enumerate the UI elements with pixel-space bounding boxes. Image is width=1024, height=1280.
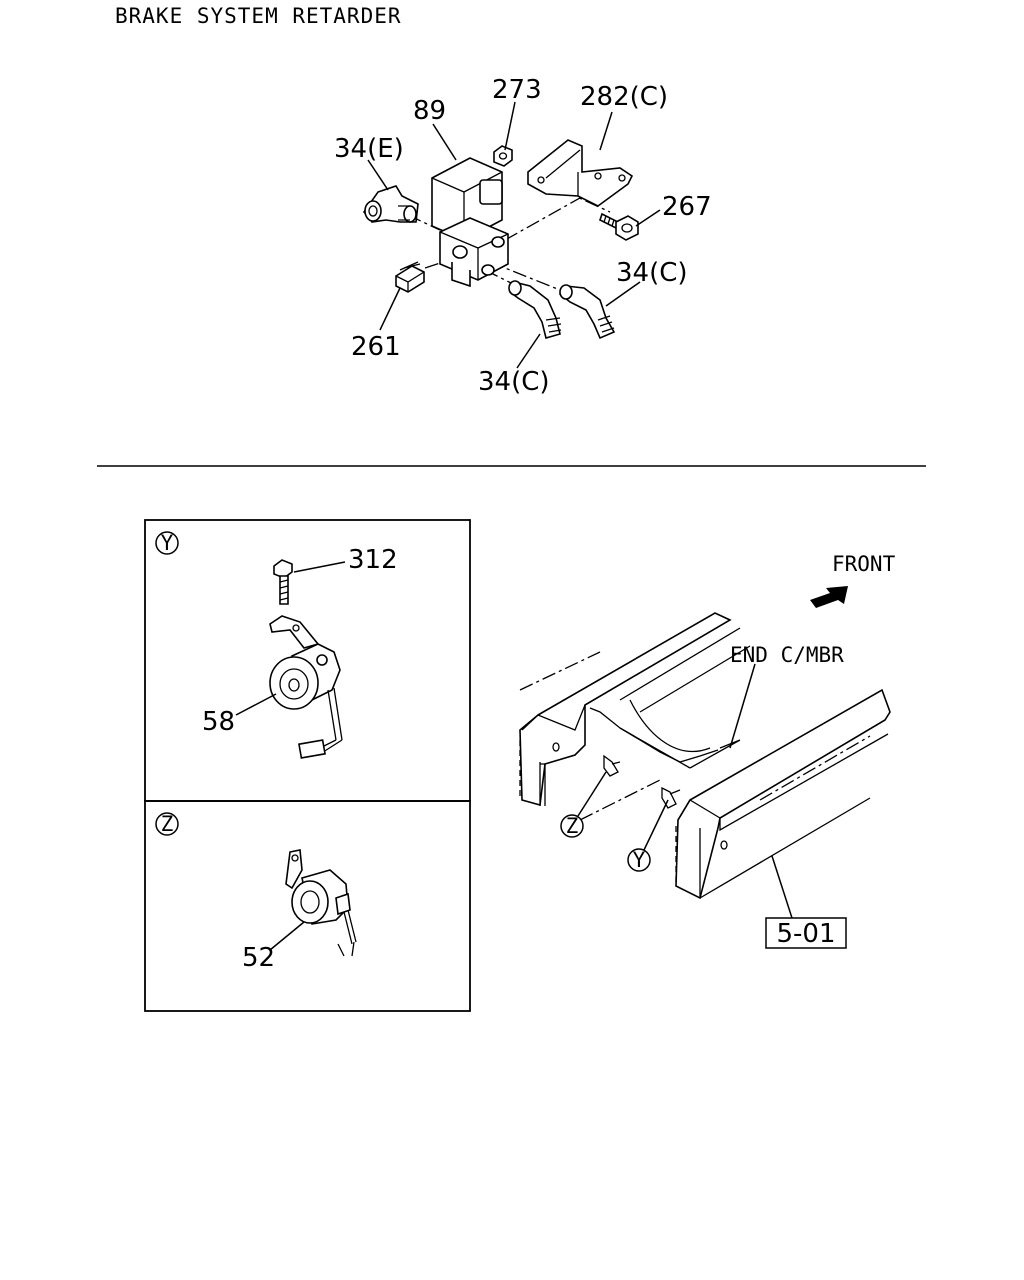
elbow-fitting-e (363, 185, 419, 223)
upper-assembly: 89 273 282(C) 34(E) 267 34(C) 261 34(C) (334, 75, 712, 397)
retaining-bolt (273, 559, 293, 605)
reference-box (765, 917, 847, 949)
front-label: FRONT (832, 552, 896, 576)
speed-switch (269, 615, 343, 759)
frame-marker-z: Z (566, 814, 579, 838)
frame-switch-z (603, 754, 621, 777)
label-elbow-e: 34(E) (334, 134, 404, 164)
label-bolt-312: 312 (348, 545, 398, 575)
frame-marker-y: Y (633, 848, 646, 872)
frame-view: FRONT (519, 552, 896, 949)
detail-z-marker: Z (161, 812, 174, 836)
label-nut: 273 (492, 75, 542, 105)
plug (395, 261, 425, 293)
label-bolt: 267 (662, 192, 712, 222)
end-member-label: END C/MBR (730, 643, 844, 667)
bracket (527, 139, 634, 207)
detail-y-marker: Y (161, 531, 174, 555)
label-switch-58: 58 (202, 707, 235, 737)
flange-bolt (599, 212, 639, 241)
front-arrow-icon (810, 586, 848, 608)
elbow-fitting-c-right (558, 284, 616, 340)
frame-switch-y (661, 786, 681, 809)
solenoid-valve (431, 157, 509, 288)
label-elbow-c-lower: 34(C) (478, 367, 550, 397)
label-bracket: 282(C) (580, 82, 668, 112)
detail-z-panel: Z 52 (144, 800, 471, 1012)
elbow-fitting-c-lower (508, 280, 562, 339)
page-title: BRAKE SYSTEM RETARDER (115, 4, 402, 28)
label-plug: 261 (351, 332, 401, 362)
detail-y-panel: Y 312 58 (144, 519, 471, 802)
label-switch-52: 52 (242, 943, 275, 973)
pressure-switch (285, 849, 357, 957)
nut (493, 145, 513, 167)
label-elbow-c-right: 34(C) (616, 258, 688, 288)
reference-label: 5-01 (776, 919, 835, 949)
label-valve: 89 (413, 96, 446, 126)
